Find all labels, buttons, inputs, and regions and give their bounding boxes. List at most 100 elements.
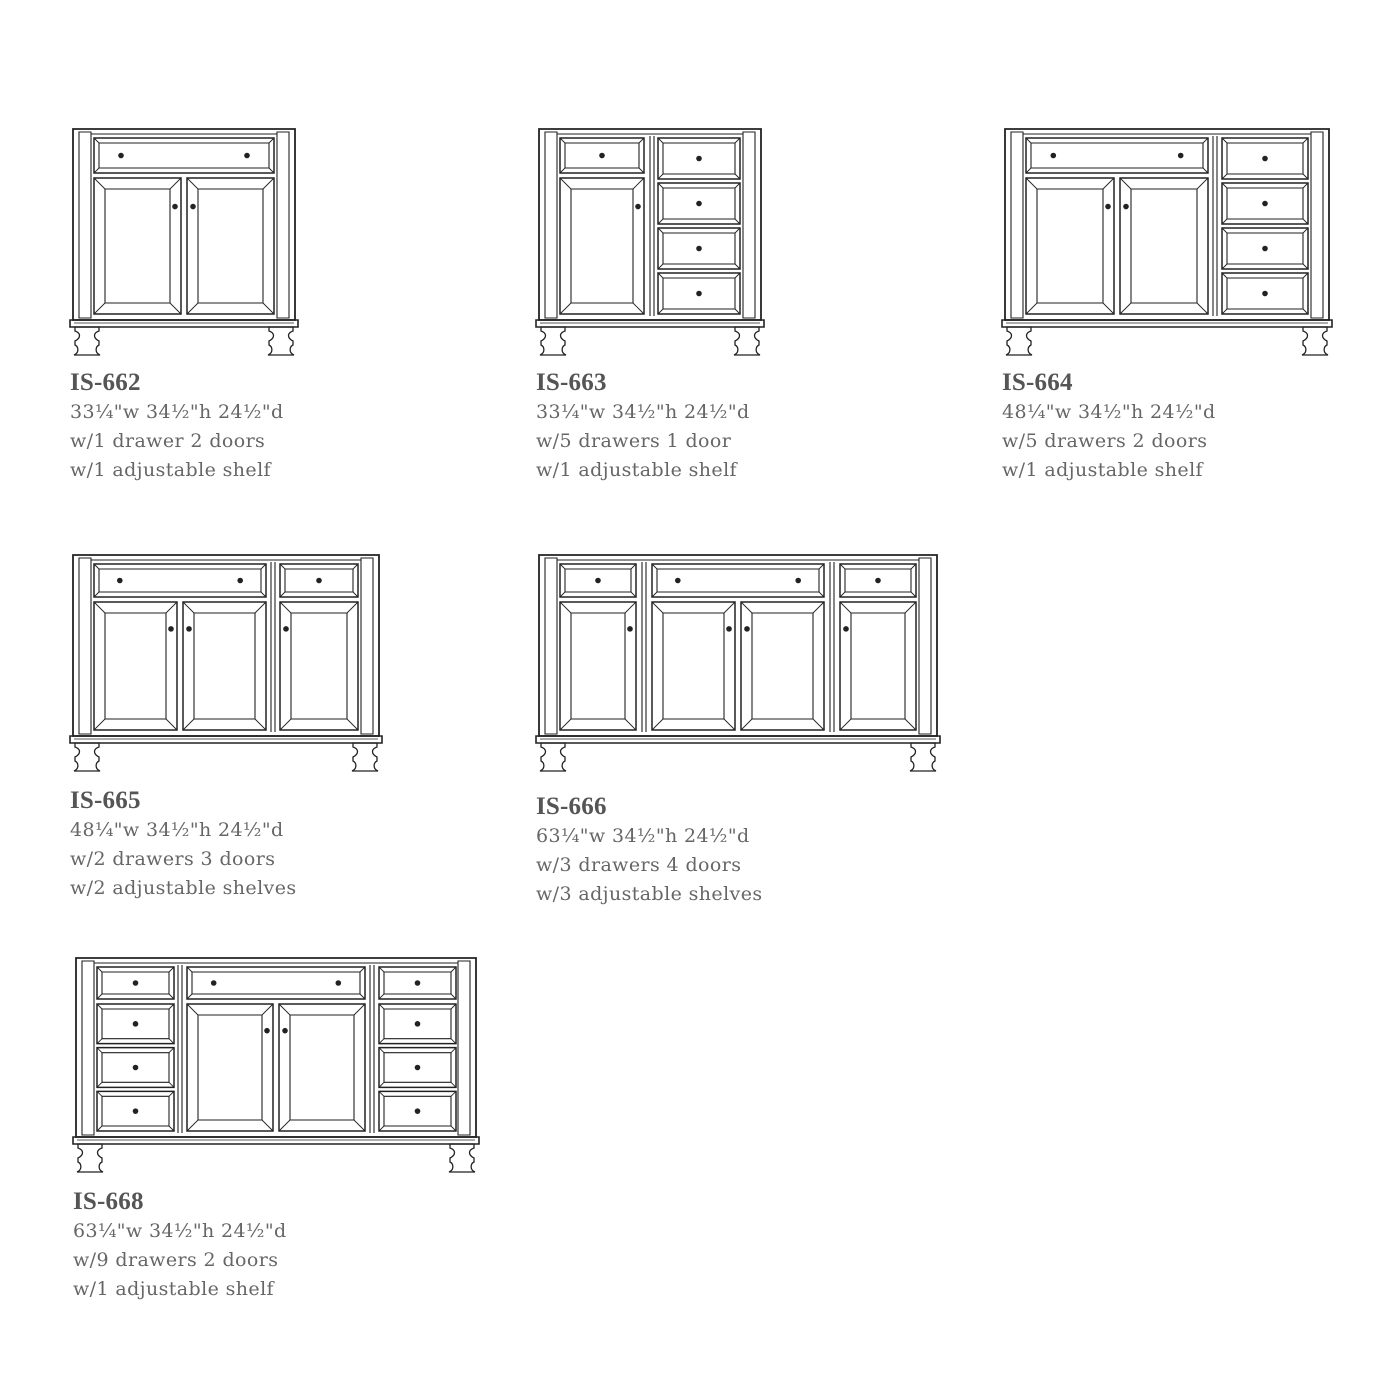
right-stile: [361, 558, 373, 734]
base-plinth: [70, 736, 382, 743]
left-stile: [79, 132, 91, 318]
bun-foot: [540, 743, 566, 771]
product-is-666: IS-666 63¼"w 34½"h 24½"d w/3 drawers 4 d…: [536, 554, 940, 905]
knob-icon: [875, 577, 881, 584]
drawer-front-panel: [1227, 143, 1303, 174]
knob-icon: [1262, 200, 1268, 207]
model-number: IS-662: [70, 369, 141, 396]
door-front-panel: [194, 613, 255, 719]
drawer-front-panel: [192, 972, 360, 994]
knob-icon: [696, 155, 702, 162]
knob-icon: [414, 1064, 421, 1071]
bun-foot: [1006, 327, 1032, 355]
configuration: w/5 drawers 2 doors: [1002, 430, 1208, 452]
drawer-front-panel: [663, 233, 735, 264]
door-front: [280, 602, 358, 730]
door-front: [560, 602, 636, 730]
knob-icon: [795, 577, 801, 584]
drawer-front: [1026, 138, 1208, 173]
knob-icon: [599, 152, 605, 159]
bun-foot: [910, 743, 936, 771]
dimensions: 48¼"w 34½"h 24½"d: [70, 819, 284, 841]
shelves: w/2 adjustable shelves: [70, 877, 297, 899]
knob-icon: [1262, 245, 1268, 252]
right-stile: [743, 132, 755, 318]
drawer-front: [97, 1091, 174, 1131]
bun-foot: [352, 743, 378, 771]
bun-foot: [734, 327, 760, 355]
product-is-665: IS-665 48¼"w 34½"h 24½"d w/2 drawers 3 d…: [70, 554, 382, 899]
product-is-662: IS-662 33¼"w 34½"h 24½"d w/1 drawer 2 do…: [70, 128, 298, 481]
drawer-front: [379, 967, 456, 999]
left-stile: [545, 558, 557, 734]
door-front-panel: [752, 613, 813, 719]
drawer-front-panel: [663, 188, 735, 219]
knob-icon: [237, 577, 243, 584]
drawer-front: [187, 967, 365, 999]
drawer-front: [379, 1004, 456, 1044]
bun-foot: [77, 1144, 103, 1172]
door-front: [279, 1004, 365, 1131]
door-front: [840, 602, 916, 730]
door-front: [1120, 178, 1208, 314]
drawer-front: [94, 564, 266, 597]
knob-icon: [414, 1108, 421, 1114]
drawer-front-panel: [99, 143, 269, 168]
drawer-front-panel: [99, 569, 261, 592]
drawer-front: [97, 1048, 174, 1088]
knob-icon: [595, 577, 601, 584]
knob-icon: [627, 626, 633, 632]
knob-icon: [1177, 152, 1184, 159]
dimensions: 33¼"w 34½"h 24½"d: [536, 401, 750, 423]
drawer-front: [560, 564, 636, 597]
door-front-panel: [291, 613, 347, 719]
configuration: w/5 drawers 1 door: [536, 430, 732, 452]
drawer-front-panel: [565, 143, 639, 168]
knob-icon: [696, 245, 702, 252]
drawer-front: [1222, 183, 1308, 224]
drawer-front-panel: [565, 569, 631, 592]
drawer-front-panel: [1227, 278, 1303, 309]
knob-icon: [210, 980, 217, 986]
cabinet-drawing-is-666: [536, 554, 940, 776]
knob-icon: [132, 1108, 139, 1114]
drawer-front-panel: [1227, 188, 1303, 219]
door-front: [94, 178, 181, 314]
drawer-front: [280, 564, 358, 597]
drawer-front: [379, 1091, 456, 1131]
right-stile: [919, 558, 931, 734]
cabinet-drawing-is-665: [70, 554, 382, 776]
drawer-front-panel: [845, 569, 911, 592]
knob-icon: [244, 152, 250, 159]
cabinet-drawing-is-662: [70, 128, 298, 360]
knob-icon: [744, 626, 750, 632]
door-front-panel: [1131, 189, 1197, 303]
knob-icon: [696, 200, 702, 207]
product-is-664: IS-664 48¼"w 34½"h 24½"d w/5 drawers 2 d…: [1002, 128, 1332, 481]
door-front-panel: [663, 613, 724, 719]
drawer-front: [658, 183, 740, 224]
door-front: [560, 178, 644, 314]
door-front: [652, 602, 735, 730]
drawer-front: [1222, 138, 1308, 179]
bun-foot: [540, 327, 566, 355]
left-stile: [79, 558, 91, 734]
drawer-front-panel: [384, 1009, 451, 1039]
configuration: w/2 drawers 3 doors: [70, 848, 276, 870]
bun-foot: [449, 1144, 475, 1172]
knob-icon: [675, 577, 681, 584]
drawer-front: [560, 138, 644, 173]
model-number: IS-665: [70, 787, 141, 814]
right-stile: [458, 961, 470, 1135]
shelves: w/1 adjustable shelf: [73, 1278, 274, 1300]
configuration: w/3 drawers 4 doors: [536, 854, 742, 876]
cabinet-drawing-is-664: [1002, 128, 1332, 360]
knob-icon: [1050, 152, 1057, 159]
dimensions: 48¼"w 34½"h 24½"d: [1002, 401, 1216, 423]
product-is-668: IS-668 63¼"w 34½"h 24½"d w/9 drawers 2 d…: [73, 957, 479, 1300]
door-front: [187, 1004, 273, 1131]
drawer-front: [652, 564, 824, 597]
drawer-front: [1222, 273, 1308, 314]
door-front: [187, 178, 274, 314]
